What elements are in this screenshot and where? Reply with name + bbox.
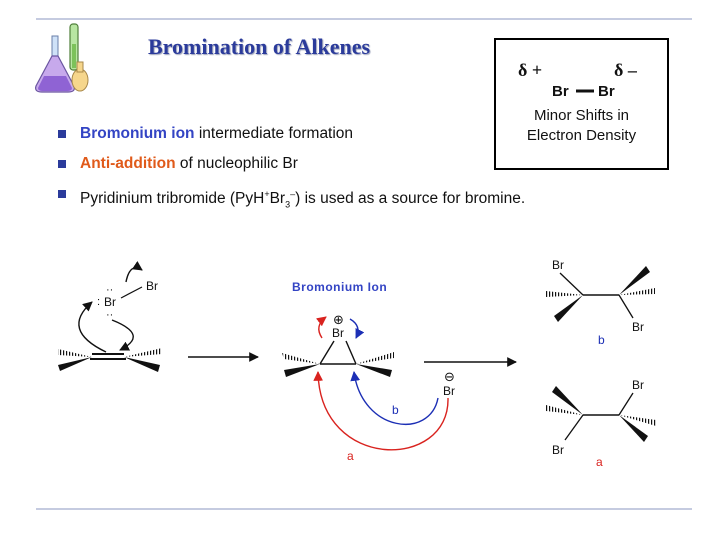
bullet-anti-addition: Anti-addition of nucleophilic Br [58, 154, 525, 174]
br2-molecule: Br Br ·· : ·· [97, 279, 158, 321]
slide-title: Bromination of Alkenes [148, 34, 371, 59]
lone-pair-dots: ·· [106, 309, 113, 321]
bullet-square-icon [58, 190, 66, 198]
blue-electron-arrow-small [349, 318, 365, 339]
bullet-text: intermediate formation [194, 125, 354, 142]
hashed-wedge-bond [546, 405, 583, 415]
lone-pair-dots: : [97, 296, 100, 308]
minus-charge-icon: ⊖ [444, 369, 455, 384]
product-b-br-top: Br [552, 258, 564, 272]
plus-charge-icon: ⊕ [333, 312, 344, 327]
path-b-label: b [392, 403, 399, 417]
path-a-arrow [313, 371, 449, 451]
solid-wedge-bond [58, 357, 92, 371]
bullet-text: Br [269, 190, 286, 208]
hashed-wedge-bond [124, 348, 162, 357]
product-a: Br Br a [546, 378, 656, 469]
hashed-wedge-bond [619, 415, 656, 426]
hashed-wedge-bond [58, 349, 92, 357]
path-a-label: a [347, 449, 354, 463]
flasks-logo [35, 23, 89, 93]
lone-pair-dots: ·· [106, 284, 113, 296]
dipole-infobox: δ + δ – Br Br Minor Shifts in Electron D… [494, 38, 669, 170]
br-br-bond [120, 286, 143, 299]
solid-wedge-bond [356, 364, 392, 377]
product-a-br-left: Br [552, 443, 564, 457]
product-b: Br Br b [546, 258, 655, 347]
bullet-list: Bromonium ion intermediate formation Ant… [58, 124, 525, 214]
br2-dipole-figure: δ + δ – Br Br [518, 60, 638, 100]
c-br-bond [618, 392, 634, 416]
electron-arrow-br-br [125, 261, 143, 283]
bullet-text: ) is used as a source for bromine. [295, 190, 526, 208]
product-b-label: b [598, 333, 605, 347]
hashed-wedge-bond [546, 291, 583, 297]
caption-line-1: Minor Shifts in [533, 107, 630, 124]
top-rule [36, 18, 692, 20]
br-top-atom: Br [146, 279, 158, 293]
solid-wedge-bond [284, 364, 320, 377]
br-right-label: Br [598, 83, 615, 100]
hashed-wedge-bond [619, 288, 655, 295]
product-a-label: a [596, 455, 603, 469]
bullet-sub-3: 3 [285, 199, 291, 210]
bromide-anion: Br [443, 384, 455, 398]
bullet-sup-minus: – [290, 189, 296, 199]
product-b-br-right: Br [632, 320, 644, 334]
bromonium-ion-label: Bromonium Ion [292, 280, 387, 294]
bromonium-ion: ⊕ Br [282, 312, 394, 377]
delta-minus-label: δ – [614, 60, 638, 80]
bullet-square-icon [58, 160, 66, 168]
red-electron-arrow-small [316, 316, 327, 339]
electron-arrow-lone-pair [111, 319, 134, 351]
bullet-highlight: Bromonium ion [80, 125, 195, 142]
hashed-wedge-bond [282, 353, 320, 364]
electron-arrow-pi-bond [78, 301, 107, 353]
solid-wedge-bond [619, 415, 648, 442]
bullet-square-icon [58, 130, 66, 138]
bottom-rule [36, 508, 692, 510]
bullet-highlight: Anti-addition [80, 155, 176, 172]
path-b-arrow [350, 371, 439, 425]
c-br-bond-right [345, 340, 357, 365]
solid-wedge-bond [552, 386, 583, 415]
bullet-sup-plus: + [264, 189, 270, 199]
br-attacking-atom: Br [104, 295, 116, 309]
infobox-caption: Minor Shifts in Electron Density [496, 106, 667, 146]
bullet-text: of nucleophilic Br [175, 155, 298, 172]
delta-plus-label: δ + [518, 60, 542, 80]
product-a-br-right: Br [632, 378, 644, 392]
alkene-reactant [58, 348, 162, 372]
caption-line-2: Electron Density [526, 127, 637, 144]
c-br-bond [618, 294, 634, 319]
hashed-wedge-bond [356, 352, 394, 364]
c-br-bond-left [319, 340, 335, 365]
bullet-pyridinium: Pyridinium tribromide (PyH+Br3–) is used… [58, 184, 526, 209]
bullet-bromonium: Bromonium ion intermediate formation [58, 124, 525, 144]
solid-wedge-bond [554, 295, 583, 322]
solid-wedge-bond [124, 357, 160, 372]
bullet-text: Pyridinium tribromide (PyH [80, 190, 265, 208]
bromonium-br-atom: Br [332, 326, 344, 340]
solid-wedge-bond [619, 266, 650, 295]
br-left-label: Br [552, 83, 569, 100]
c-br-bond [564, 414, 584, 441]
c-br-bond [559, 272, 584, 296]
